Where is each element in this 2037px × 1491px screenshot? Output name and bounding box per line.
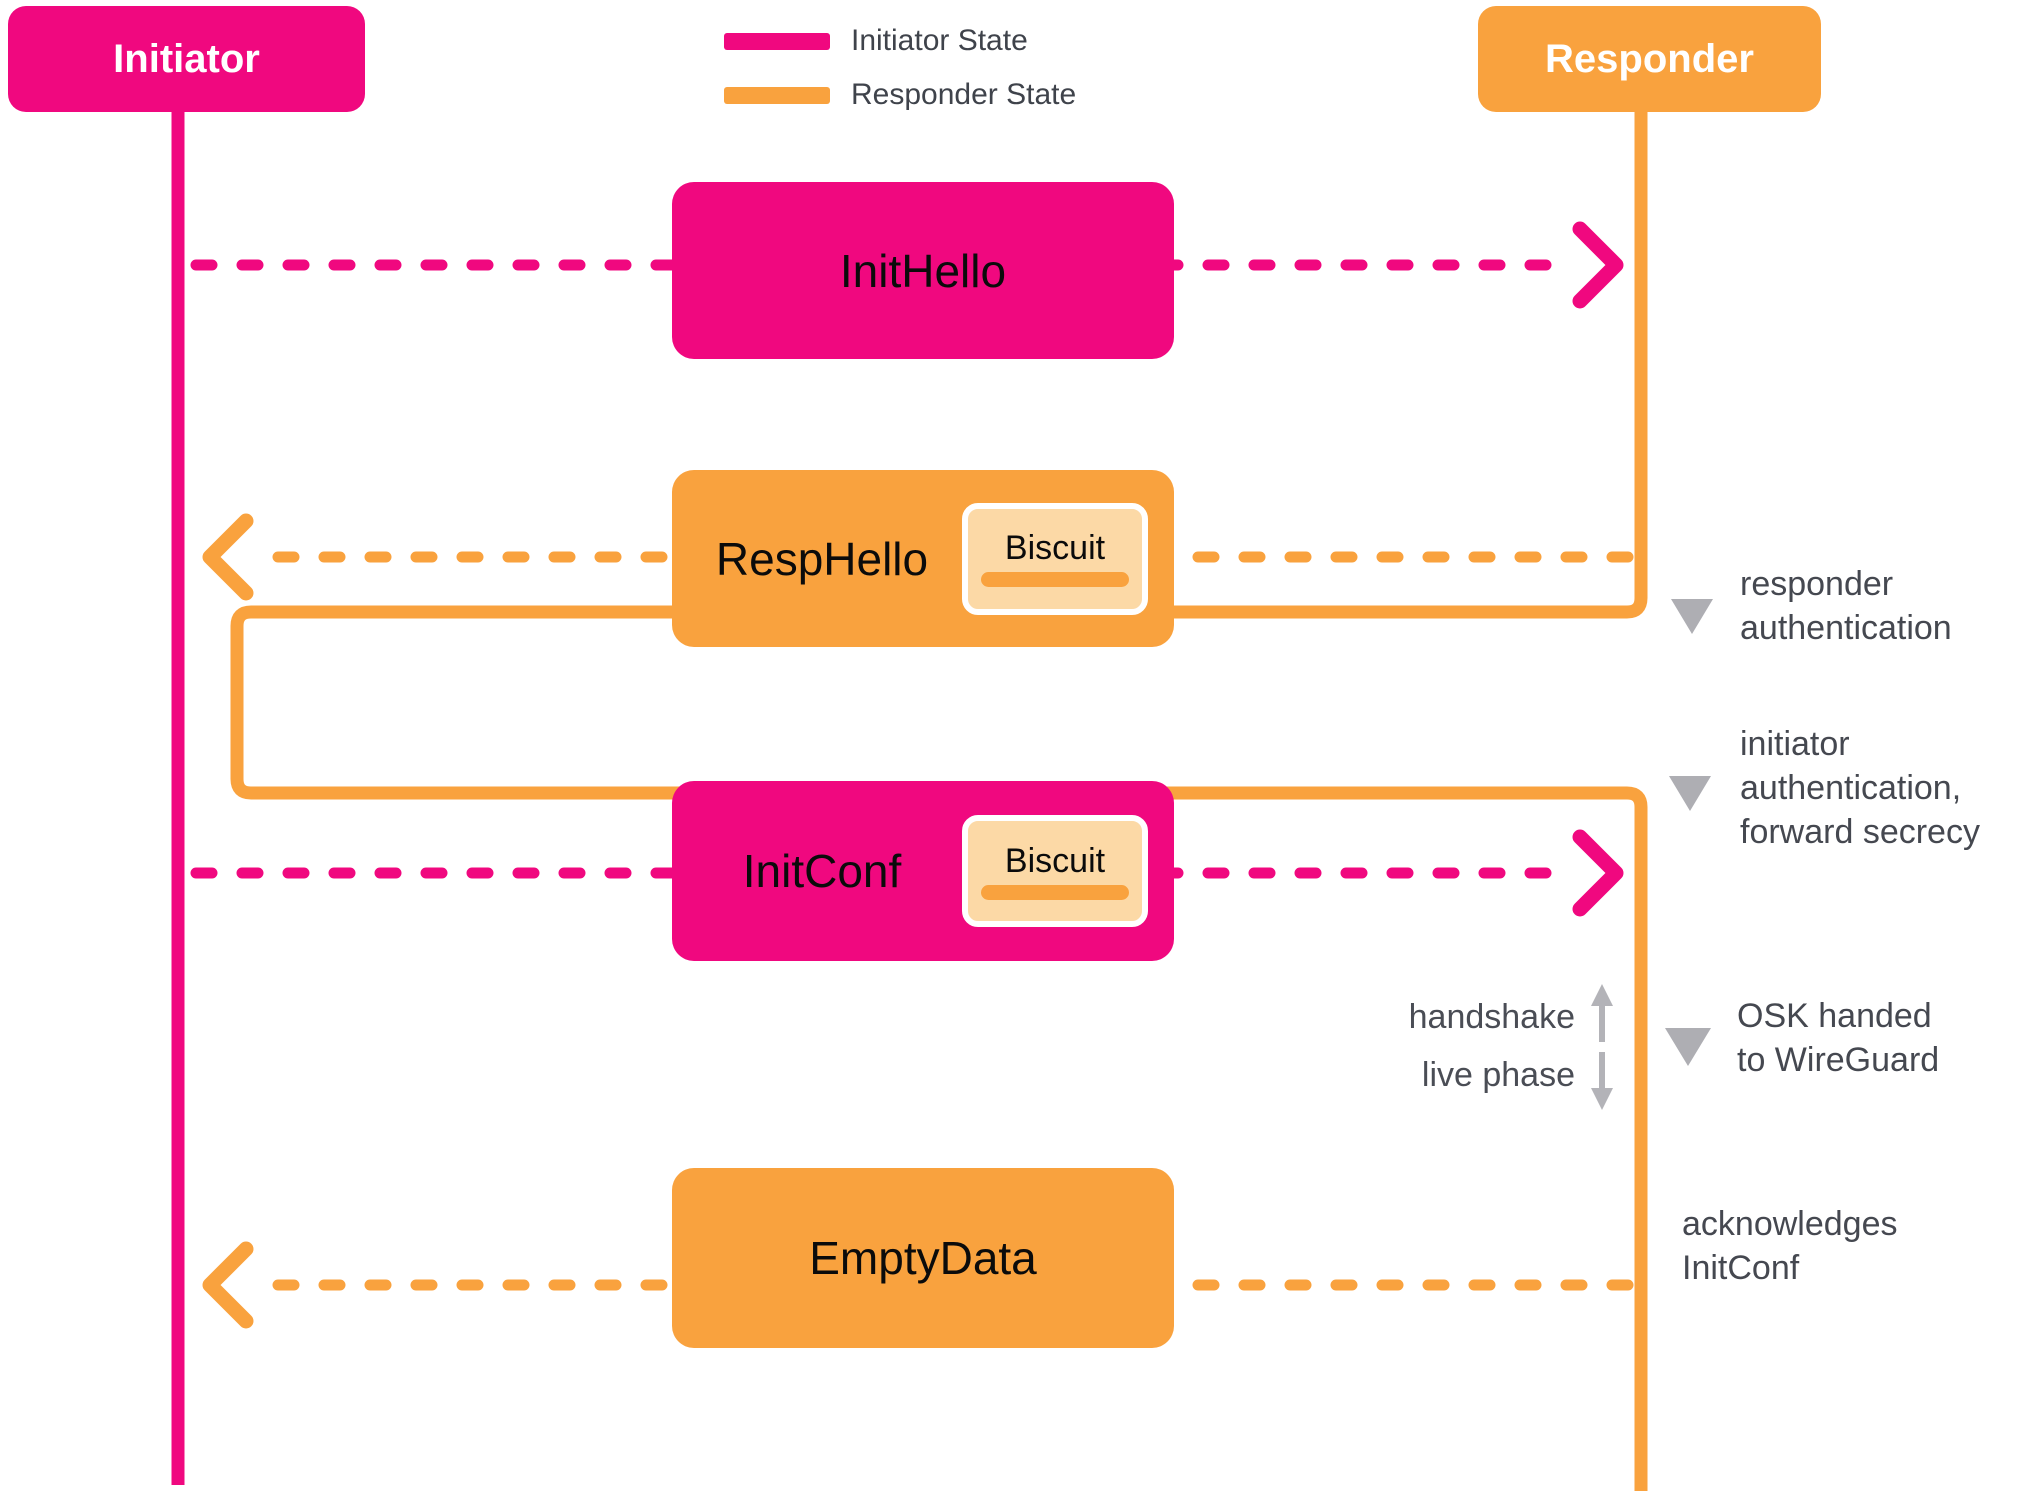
initiator-actor-box: Initiator	[8, 6, 365, 112]
legend-responder-label: Responder State	[851, 78, 1077, 111]
inithello-arrowhead-icon	[1572, 221, 1624, 309]
message-box-resphello: RespHello Biscuit	[672, 470, 1174, 647]
triangle-marker-osk	[1665, 1028, 1711, 1066]
message-label: InitConf	[742, 845, 902, 897]
legend-responder-swatch	[724, 87, 830, 104]
message-box-inithello: InitHello	[672, 182, 1174, 359]
annotation-initiator-authentication: initiator authentication, forward secrec…	[1740, 722, 1980, 854]
biscuit-label: Biscuit	[1004, 841, 1106, 880]
handshake-up-arrow-icon	[1591, 984, 1613, 1042]
message-label: RespHello	[715, 532, 929, 585]
annotation-line: OSK handed	[1737, 997, 1932, 1035]
biscuit-chip: Biscuit	[962, 502, 1148, 615]
annotation-line: responder	[1740, 565, 1894, 603]
biscuit-state-bar	[981, 884, 1129, 900]
biscuit-chip: Biscuit	[962, 815, 1148, 927]
annotation-line: to WireGuard	[1737, 1041, 1940, 1079]
initiator-actor-label: Initiator	[113, 36, 260, 81]
annotation-line: forward secrecy	[1740, 813, 1980, 851]
resphello-arrowhead-icon	[202, 513, 254, 601]
message-box-initconf: InitConf Biscuit	[672, 781, 1174, 961]
biscuit-label: Biscuit	[1004, 529, 1106, 567]
responder-actor-label: Responder	[1545, 36, 1754, 81]
initconf-arrowhead-icon	[1572, 829, 1624, 917]
annotation-responder-authentication: responder authentication	[1740, 562, 1952, 650]
message-label: EmptyData	[809, 1232, 1037, 1284]
live-phase-down-arrow-icon	[1591, 1052, 1613, 1110]
annotation-phase-labels: handshake live phase	[1160, 988, 1575, 1104]
responder-state-line	[230, 100, 1648, 1491]
emptydata-arrowhead-icon	[202, 1241, 254, 1329]
annotation-line: acknowledges	[1682, 1205, 1898, 1243]
biscuit-state-bar	[981, 572, 1129, 587]
responder-actor-box: Responder	[1478, 6, 1821, 112]
annotation-line: InitConf	[1682, 1249, 1800, 1287]
annotation-line: authentication	[1740, 609, 1952, 647]
handshake-phase-label: handshake	[1408, 998, 1575, 1036]
annotation-acknowledges-initconf: acknowledges InitConf	[1682, 1202, 1897, 1290]
legend-initiator-swatch	[724, 33, 830, 50]
annotation-osk-handover: OSK handed to WireGuard	[1737, 994, 1939, 1082]
annotation-line: authentication,	[1740, 769, 1962, 807]
message-box-emptydata: EmptyData	[672, 1168, 1174, 1348]
message-label: InitHello	[839, 244, 1007, 297]
triangle-marker-initiator-auth	[1669, 776, 1711, 811]
triangle-marker-responder-auth	[1671, 599, 1713, 634]
legend-initiator-label: Initiator State	[851, 24, 1028, 57]
live-phase-label: live phase	[1421, 1056, 1575, 1094]
annotation-line: initiator	[1740, 725, 1850, 763]
